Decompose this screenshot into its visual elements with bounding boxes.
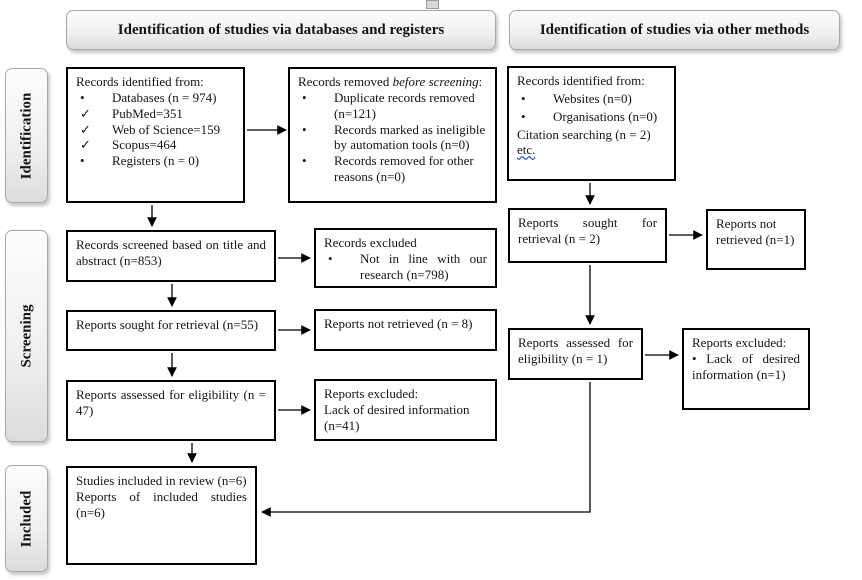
list-item: • Websites (n=0) <box>517 91 666 107</box>
bullet-icon: • <box>692 350 697 366</box>
stage-screening: Screening <box>5 230 48 442</box>
box-records-excluded: Records excluded • Not in line with our … <box>314 228 497 288</box>
box-title: Records identified from: <box>76 74 204 89</box>
header-databases-registers: Identification of studies via databases … <box>66 10 496 50</box>
list-item: ✓ PubMed=351 <box>76 106 235 122</box>
stage-included-label: Included <box>18 490 34 547</box>
box-reports-excluded: Reports excluded: Lack of desired inform… <box>314 379 497 441</box>
studies-included-line: Studies included in review (n=6) <box>76 473 247 488</box>
box-reports-not-retrieved: Reports not retrieved (n = 8) <box>314 309 497 351</box>
check-icon: ✓ <box>80 137 91 153</box>
box-text: Lack of desired information (n=41) <box>324 401 470 433</box>
canvas-handle-artifact <box>426 0 439 9</box>
etc-line: etc. <box>517 142 536 158</box>
bullet-icon: • <box>328 250 333 266</box>
bullet-icon: • <box>302 153 307 169</box>
box-reports-sought-retrieval-other: Reports sought for retrieval (n = 2) <box>508 208 667 263</box>
list-item: ✓ Web of Science=159 <box>76 122 235 138</box>
box-reports-assessed-eligibility: Reports assessed for eligibility (n = 47… <box>66 380 276 441</box>
list-item: • Registers (n = 0) <box>76 153 235 169</box>
list-item: ✓ Scopus=464 <box>76 137 235 153</box>
box-title: Records removed before screening: <box>298 74 483 89</box>
bullet-icon: • <box>302 121 307 137</box>
list-item: • Duplicate records removed (n=121) <box>298 90 487 122</box>
stage-screening-label: Screening <box>18 304 34 368</box>
box-reports-assessed-other: Reports assessed for eligibility (n = 1) <box>508 328 643 380</box>
box-records-identified-other: Records identified from: • Websites (n=0… <box>507 66 676 181</box>
bullet-icon: • <box>80 89 85 105</box>
stage-identification-label: Identification <box>18 92 34 179</box>
bullet-icon: • <box>521 108 526 124</box>
list-item: • Records marked as ineligible by automa… <box>298 122 487 154</box>
bullet-icon: • <box>302 89 307 105</box>
list-item: • Records removed for other reasons (n=0… <box>298 153 487 185</box>
box-studies-included: Studies included in review (n=6) Reports… <box>66 466 257 565</box>
list-item: • Databases (n = 974) <box>76 90 235 106</box>
box-reports-not-retrieved-other: Reports not retrieved (n=1) <box>706 209 806 270</box>
list-item: • Organisations (n=0) <box>517 109 666 125</box>
box-title: Records identified from: <box>517 73 645 88</box>
check-icon: ✓ <box>80 105 91 121</box>
box-reports-excluded-other: Reports excluded: • Lack of desired info… <box>682 328 810 410</box>
reports-included-line: Reports of included studies (n=6) <box>76 488 247 520</box>
header-other-methods: Identification of studies via other meth… <box>509 10 840 50</box>
bullet-icon: • <box>521 90 526 106</box>
box-records-removed: Records removed before screening: • Dupl… <box>288 67 497 203</box>
bullet-icon: • <box>80 153 85 169</box>
box-records-screened: Records screened based on title and abst… <box>66 230 276 282</box>
box-title: Reports excluded: <box>324 386 419 401</box>
box-title: Reports excluded: <box>692 335 787 350</box>
header-databases-registers-label: Identification of studies via databases … <box>117 21 445 38</box>
box-title: Records excluded <box>324 235 417 250</box>
list-item: • Not in line with our research (n=798) <box>324 251 487 283</box>
italic-phrase: before screening <box>392 74 479 89</box>
box-reports-sought-retrieval: Reports sought for retrieval (n=55) <box>66 310 276 351</box>
header-other-methods-label: Identification of studies via other meth… <box>539 21 810 38</box>
stage-identification: Identification <box>5 68 48 203</box>
stage-included: Included <box>5 465 48 572</box>
check-icon: ✓ <box>80 121 91 137</box>
list-item: • Lack of desired information (n=1) <box>692 350 801 382</box>
box-records-identified-databases: Records identified from: • Databases (n … <box>66 67 245 203</box>
citation-searching-line: Citation searching (n = 2) <box>517 126 651 142</box>
